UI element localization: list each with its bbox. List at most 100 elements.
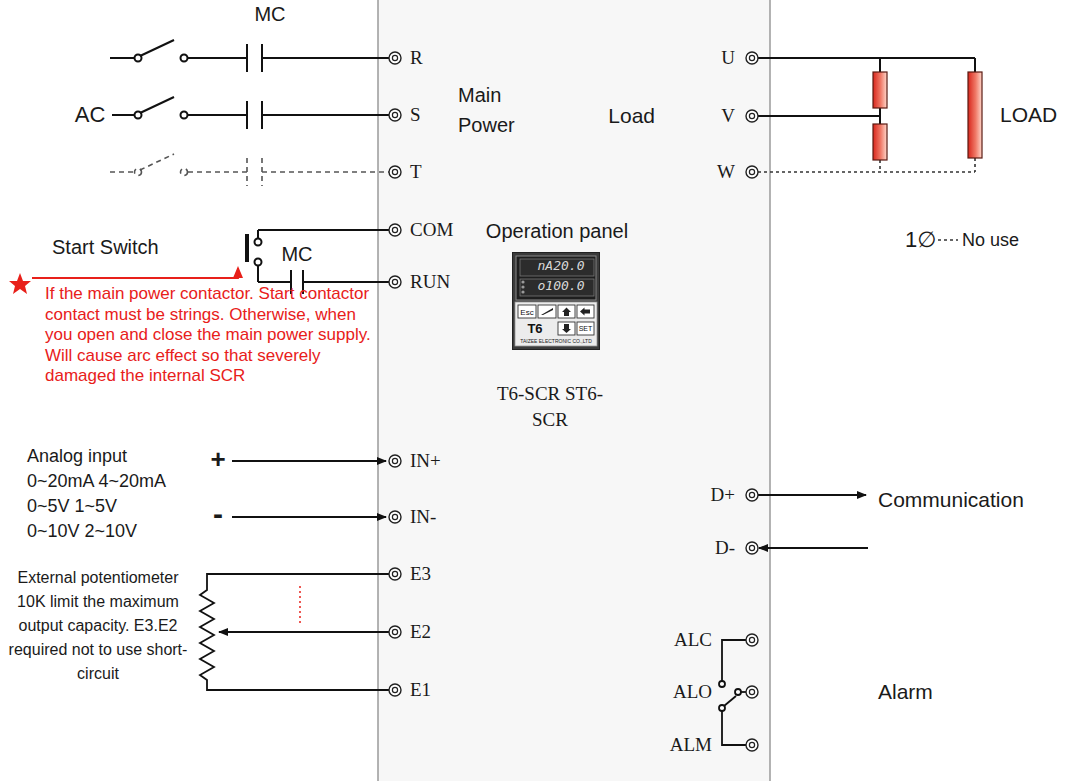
terminal-label: IN- [410, 506, 436, 528]
drawing-line [110, 171, 134, 173]
drawing-path [541, 308, 553, 315]
status-led [521, 290, 524, 293]
drawing-line [758, 494, 866, 496]
terminal-screw [389, 166, 401, 178]
terminal-screw-center [749, 742, 754, 747]
drawing-rect [968, 72, 982, 158]
drawing-line [246, 101, 248, 129]
drawing-line [938, 239, 958, 241]
load-label: LOAD [1000, 103, 1057, 127]
drawing-rect [873, 124, 887, 160]
terminal-label: COM [410, 219, 453, 241]
terminal-screw-center [749, 492, 754, 497]
terminal-screw-center [392, 687, 397, 692]
terminal-screw-center [392, 571, 397, 576]
drawing-path [580, 308, 590, 316]
drawing-path [562, 324, 571, 333]
drawing-circle [255, 239, 262, 246]
load-resistors [873, 72, 982, 160]
drawing-path [562, 308, 571, 317]
drawing-line [112, 114, 134, 116]
drawing-rect [538, 305, 556, 318]
display-value: nA20.0 [538, 259, 585, 274]
terminal-screw [389, 684, 401, 696]
key-label: SET [579, 325, 593, 333]
terminal-screw [389, 455, 401, 467]
terminal-screw-center [749, 55, 754, 60]
display-value: o100.0 [538, 279, 585, 294]
drawing-line [140, 40, 174, 56]
display-row [520, 259, 594, 276]
drawing-line [140, 154, 174, 170]
terminal-label: ALM [670, 734, 712, 756]
power-source-label: AC [75, 102, 106, 127]
drawing-line [188, 171, 247, 173]
terminal-label: V [721, 105, 735, 127]
drawing-line [262, 171, 389, 173]
terminal-label: W [717, 161, 735, 183]
terminal-screw-center [392, 55, 397, 60]
input-range: 0~5V 1~5V [27, 496, 117, 517]
terminal-screw [746, 110, 758, 122]
drawing-circle [735, 689, 741, 695]
input-range: 0~10V 2~10V [27, 521, 137, 542]
input-heading: Analog input [27, 446, 127, 467]
drawing-line [258, 281, 291, 283]
drawing-line [974, 58, 976, 72]
drawing-line [232, 516, 386, 518]
drawing-rect [518, 305, 536, 318]
note-label: No use [962, 230, 1019, 251]
status-led [521, 285, 524, 288]
terminal-label: S [410, 104, 421, 126]
terminal-screw [389, 109, 401, 121]
drawing-line [140, 97, 174, 113]
terminal-screw-center [392, 227, 397, 232]
terminal-screw-center [392, 112, 397, 117]
key-label: Esc [520, 308, 533, 317]
drawing-rect [577, 305, 594, 318]
terminal-screw [746, 52, 758, 64]
terminal-screw [746, 166, 758, 178]
terminal-screw [746, 686, 758, 698]
input-range: 0~20mA 4~20mA [27, 471, 166, 492]
switch-label: Start Switch [52, 236, 159, 259]
terminal-screw [389, 276, 401, 288]
polarity-sign: + [210, 445, 225, 475]
drawing-line [246, 44, 248, 72]
terminal-label: U [721, 47, 735, 69]
operation-panel: Operation panelnA20.0o100.0EscT6SETTAIZE… [512, 252, 600, 350]
drawing-line [758, 115, 880, 117]
phase-label: 1∅ [905, 227, 936, 252]
drawing-line [257, 266, 259, 282]
drawing-line [758, 171, 975, 173]
terminal-label: E3 [410, 563, 431, 585]
drawing-rect [558, 322, 575, 335]
terminal-label: E1 [410, 679, 431, 701]
terminal-screw-center [749, 113, 754, 118]
drawing-circle [255, 259, 262, 266]
terminal-screw [746, 634, 758, 646]
drawing-line [188, 114, 247, 116]
drawing-line [758, 57, 975, 59]
drawing-polyline [200, 574, 389, 690]
terminal-screw-center [392, 629, 397, 634]
controller-housing [378, 0, 770, 781]
terminal-screw-center [392, 458, 397, 463]
drawing-line [219, 631, 389, 633]
terminal-screw-center [749, 689, 754, 694]
terminal-label: IN+ [410, 450, 441, 472]
drawing-line [262, 57, 389, 59]
terminal-screw [389, 224, 401, 236]
terminal-screw [746, 489, 758, 501]
terminal-label: D- [715, 537, 735, 559]
display-window [516, 256, 596, 300]
model-badge: T6 [527, 322, 542, 337]
terminal-label: T [410, 161, 422, 183]
short-warning-dots [299, 586, 301, 626]
drawing-polyline [722, 640, 746, 681]
analog-input-arrows [232, 461, 386, 517]
drawing-line [245, 234, 249, 262]
drawing-line [246, 158, 248, 186]
drawing-rect [577, 322, 594, 335]
